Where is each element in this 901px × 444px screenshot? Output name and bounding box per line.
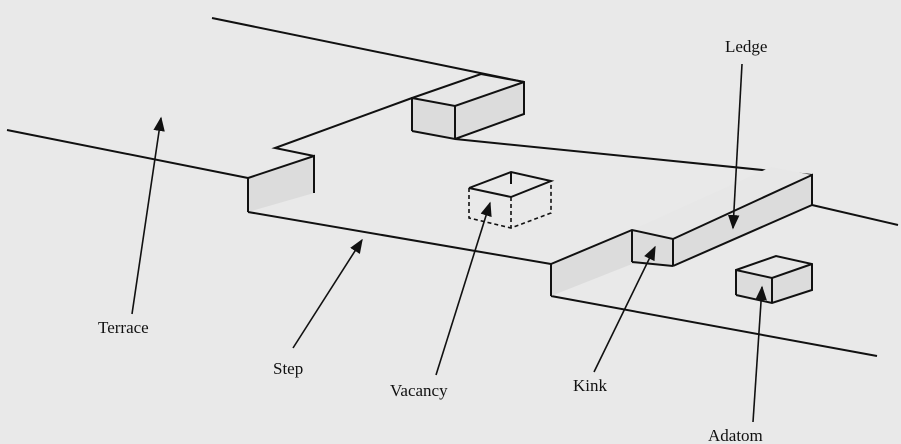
vacancy-pit (468, 170, 555, 229)
step-left-top-edge (271, 97, 413, 157)
step-label: Step (273, 359, 303, 378)
vacancy-hidden-edges (468, 181, 552, 229)
kink-arrow (593, 245, 656, 373)
raised-block (411, 72, 525, 141)
upper-terrace-side-edge (454, 138, 813, 176)
adatom-arrow (752, 285, 767, 423)
step-bottom-edge (247, 211, 552, 265)
lower-terrace-right-edge (811, 204, 899, 226)
ledge-arrow (727, 63, 743, 230)
annotation-arrows (131, 63, 767, 423)
adatom-label: Adatom (708, 426, 763, 444)
step-arrow (292, 238, 363, 349)
step-left (247, 97, 552, 265)
ledge-label: Ledge (725, 37, 767, 56)
vacancy-arrow (435, 201, 492, 376)
labels: Terrace Step Vacancy Kink Ledge Adatom (98, 37, 767, 444)
kink-label: Kink (573, 376, 608, 395)
step-left-riser (247, 154, 315, 212)
vacancy-label: Vacancy (390, 381, 448, 400)
terrace-label: Terrace (98, 318, 149, 337)
lower-terrace-back-edge (6, 129, 249, 179)
terrace-arrow (131, 116, 165, 315)
lower-terrace (6, 129, 899, 357)
upper-terrace-back-edge (211, 17, 525, 83)
upper-terrace (211, 17, 813, 176)
adatom-cube (735, 254, 813, 305)
lower-terrace-front-edge (550, 295, 878, 357)
